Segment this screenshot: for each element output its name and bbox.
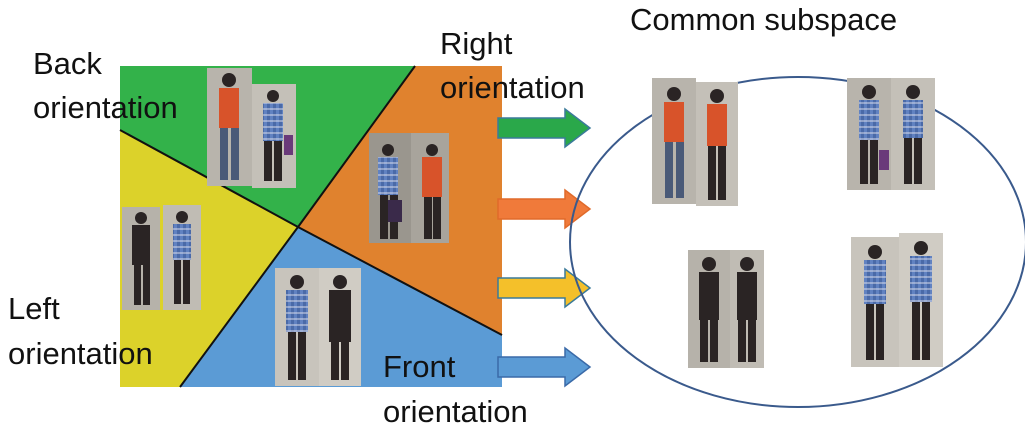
back-orientation-label-line2: orientation — [33, 90, 178, 125]
region-boundary-line — [297, 65, 416, 228]
right-view-photo — [369, 133, 449, 243]
region-boundary-line — [179, 226, 299, 388]
left-orientation-region — [120, 130, 298, 387]
right-orientation-label-line1: Right — [440, 26, 513, 61]
common-subspace-ellipse — [569, 76, 1025, 408]
subspace-title: Common subspace — [630, 2, 898, 37]
subspace-photo-pair — [652, 78, 738, 206]
front-orientation-label-line1: Front — [383, 349, 456, 384]
left-to-subspace-arrow — [497, 267, 592, 309]
right-orientation-label-line2: orientation — [440, 70, 585, 105]
left-orientation-label-line2: orientation — [8, 336, 153, 371]
left-view-photo — [122, 205, 201, 310]
subspace-photo-pair — [847, 78, 935, 190]
subspace-photo-pair — [851, 233, 943, 367]
left-orientation-label-line1: Left — [8, 291, 60, 326]
right-to-subspace-arrow — [497, 188, 592, 230]
region-boundary-line — [297, 226, 503, 336]
back-orientation-label-line1: Back — [33, 46, 102, 81]
front-orientation-label-line2: orientation — [383, 394, 528, 429]
subspace-photo-pair — [688, 250, 764, 368]
back-to-subspace-arrow — [497, 107, 592, 149]
front-view-photo — [275, 268, 361, 386]
front-to-subspace-arrow — [497, 346, 592, 388]
back-view-photo — [207, 68, 296, 188]
